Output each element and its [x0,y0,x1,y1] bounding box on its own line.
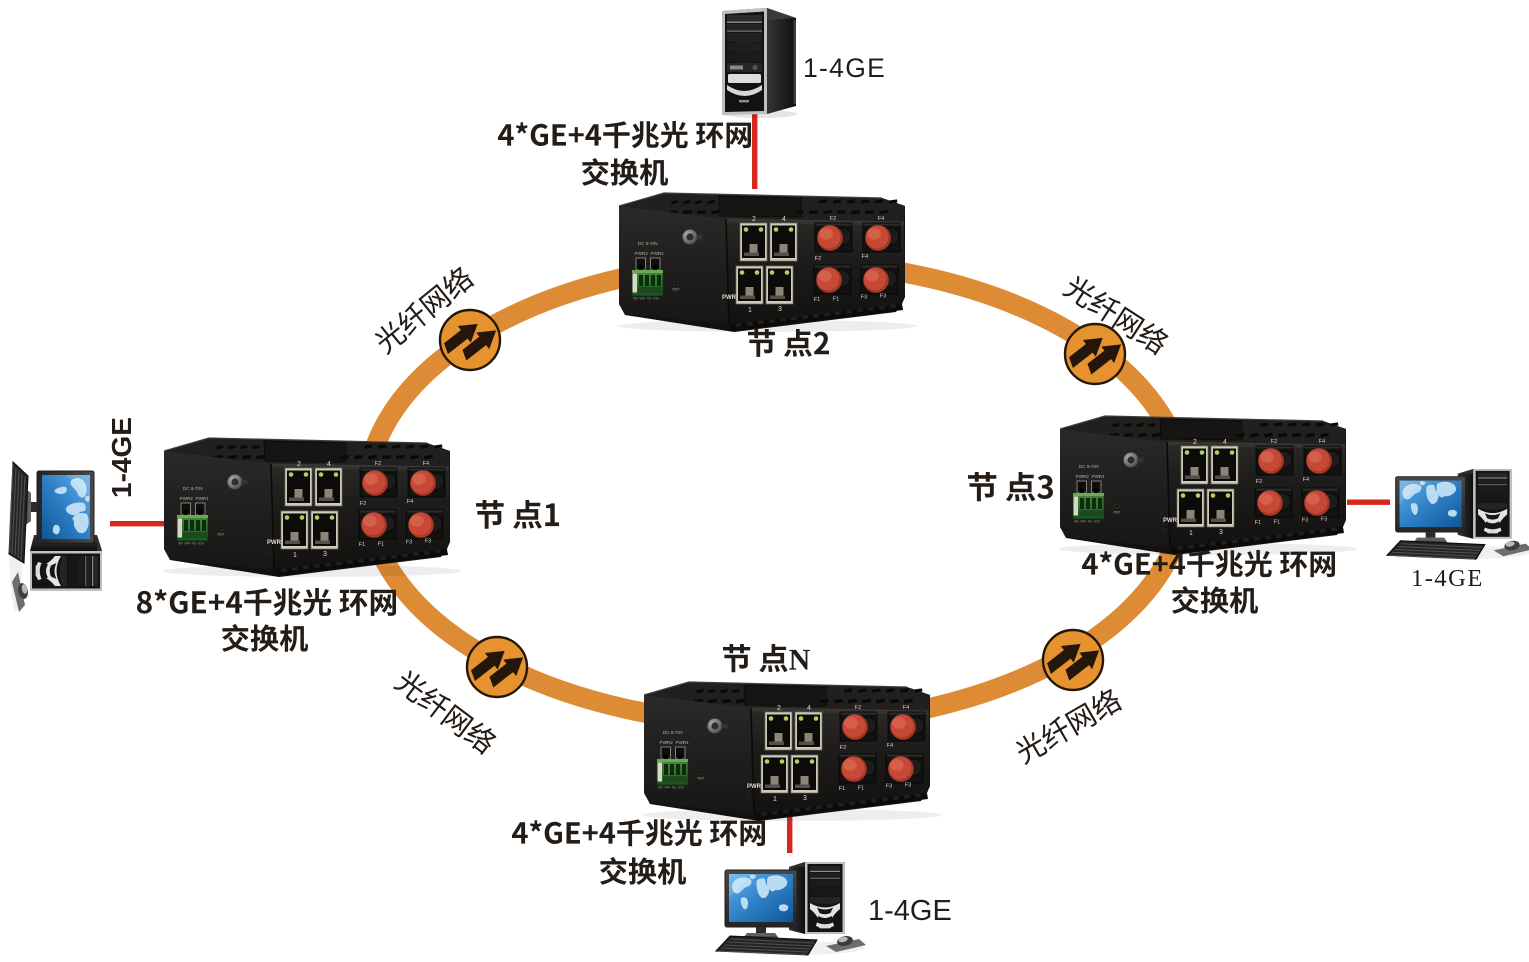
svg-text:1-4GE: 1-4GE [106,417,137,498]
svg-text:1-4GE: 1-4GE [1411,565,1484,592]
svg-text:1-4GE: 1-4GE [868,895,952,927]
svg-text:1-4GE: 1-4GE [803,53,886,83]
